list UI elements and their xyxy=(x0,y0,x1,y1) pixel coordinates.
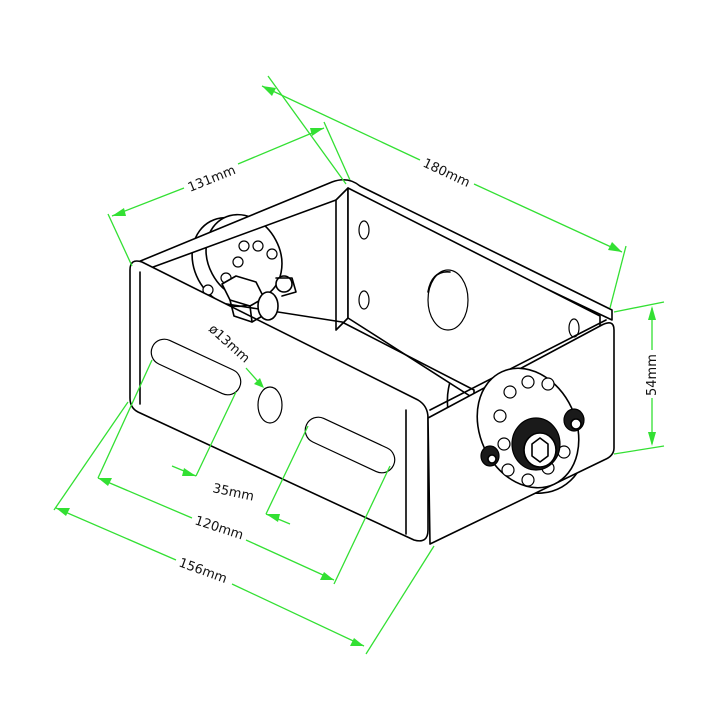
dim-label-54: 54mm xyxy=(645,354,660,396)
front-wall xyxy=(129,260,429,542)
dim-label-131: 131mm xyxy=(186,163,238,196)
dim-label-120: 120mm xyxy=(193,514,245,544)
bracket-body xyxy=(129,178,615,545)
front-slot-right xyxy=(304,416,396,474)
dimension-54: 54mm xyxy=(613,301,665,455)
front-slot-left xyxy=(150,338,242,396)
hex-nut xyxy=(221,275,297,323)
dim-label-156: 156mm xyxy=(177,556,229,587)
hex-socket-bolt xyxy=(511,417,561,471)
set-screw-right xyxy=(563,408,585,432)
back-wall xyxy=(137,178,613,397)
center-hole xyxy=(257,386,283,424)
left-flange xyxy=(191,213,283,308)
dim-label-35: 35mm xyxy=(211,481,255,504)
set-screw-left xyxy=(480,445,500,467)
right-flange-face xyxy=(476,367,585,489)
dim-label-180: 180mm xyxy=(420,156,472,191)
